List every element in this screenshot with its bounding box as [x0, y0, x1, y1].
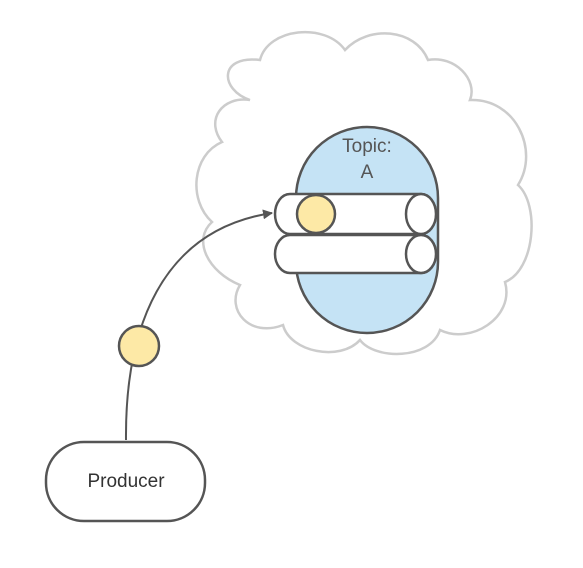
producer-node[interactable]	[44, 440, 207, 523]
producer-label: Producer	[87, 471, 165, 492]
produce-arrow	[124, 209, 273, 441]
topic-label-line1: Topic:	[342, 136, 392, 157]
message-in-transit	[117, 324, 161, 368]
message-in-partition	[295, 193, 337, 235]
topic-label-line2: A	[361, 162, 374, 183]
partition-bottom	[273, 233, 438, 275]
